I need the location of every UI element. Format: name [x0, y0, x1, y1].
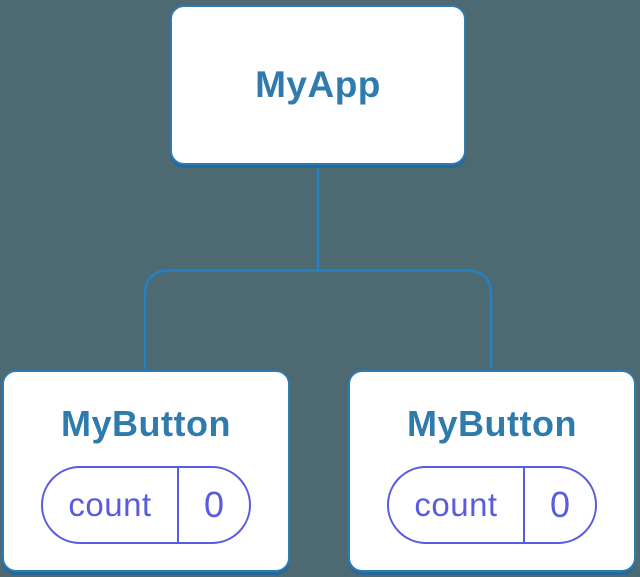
component-label-myapp: MyApp — [255, 64, 381, 105]
component-node-myapp: MyApp — [170, 5, 466, 165]
component-label-mybutton-right: MyButton — [407, 403, 577, 444]
state-key-label: count — [389, 468, 525, 542]
state-pill-left: count 0 — [41, 466, 251, 544]
component-label-mybutton-left: MyButton — [61, 403, 231, 444]
connector-branch — [143, 269, 493, 369]
state-value: 0 — [203, 484, 225, 525]
state-pill-right: count 0 — [387, 466, 597, 544]
component-node-mybutton-left: MyButton count 0 — [2, 370, 290, 572]
component-node-mybutton-right: MyButton count 0 — [348, 370, 636, 572]
state-key-label: count — [43, 468, 179, 542]
state-value: 0 — [549, 484, 571, 525]
